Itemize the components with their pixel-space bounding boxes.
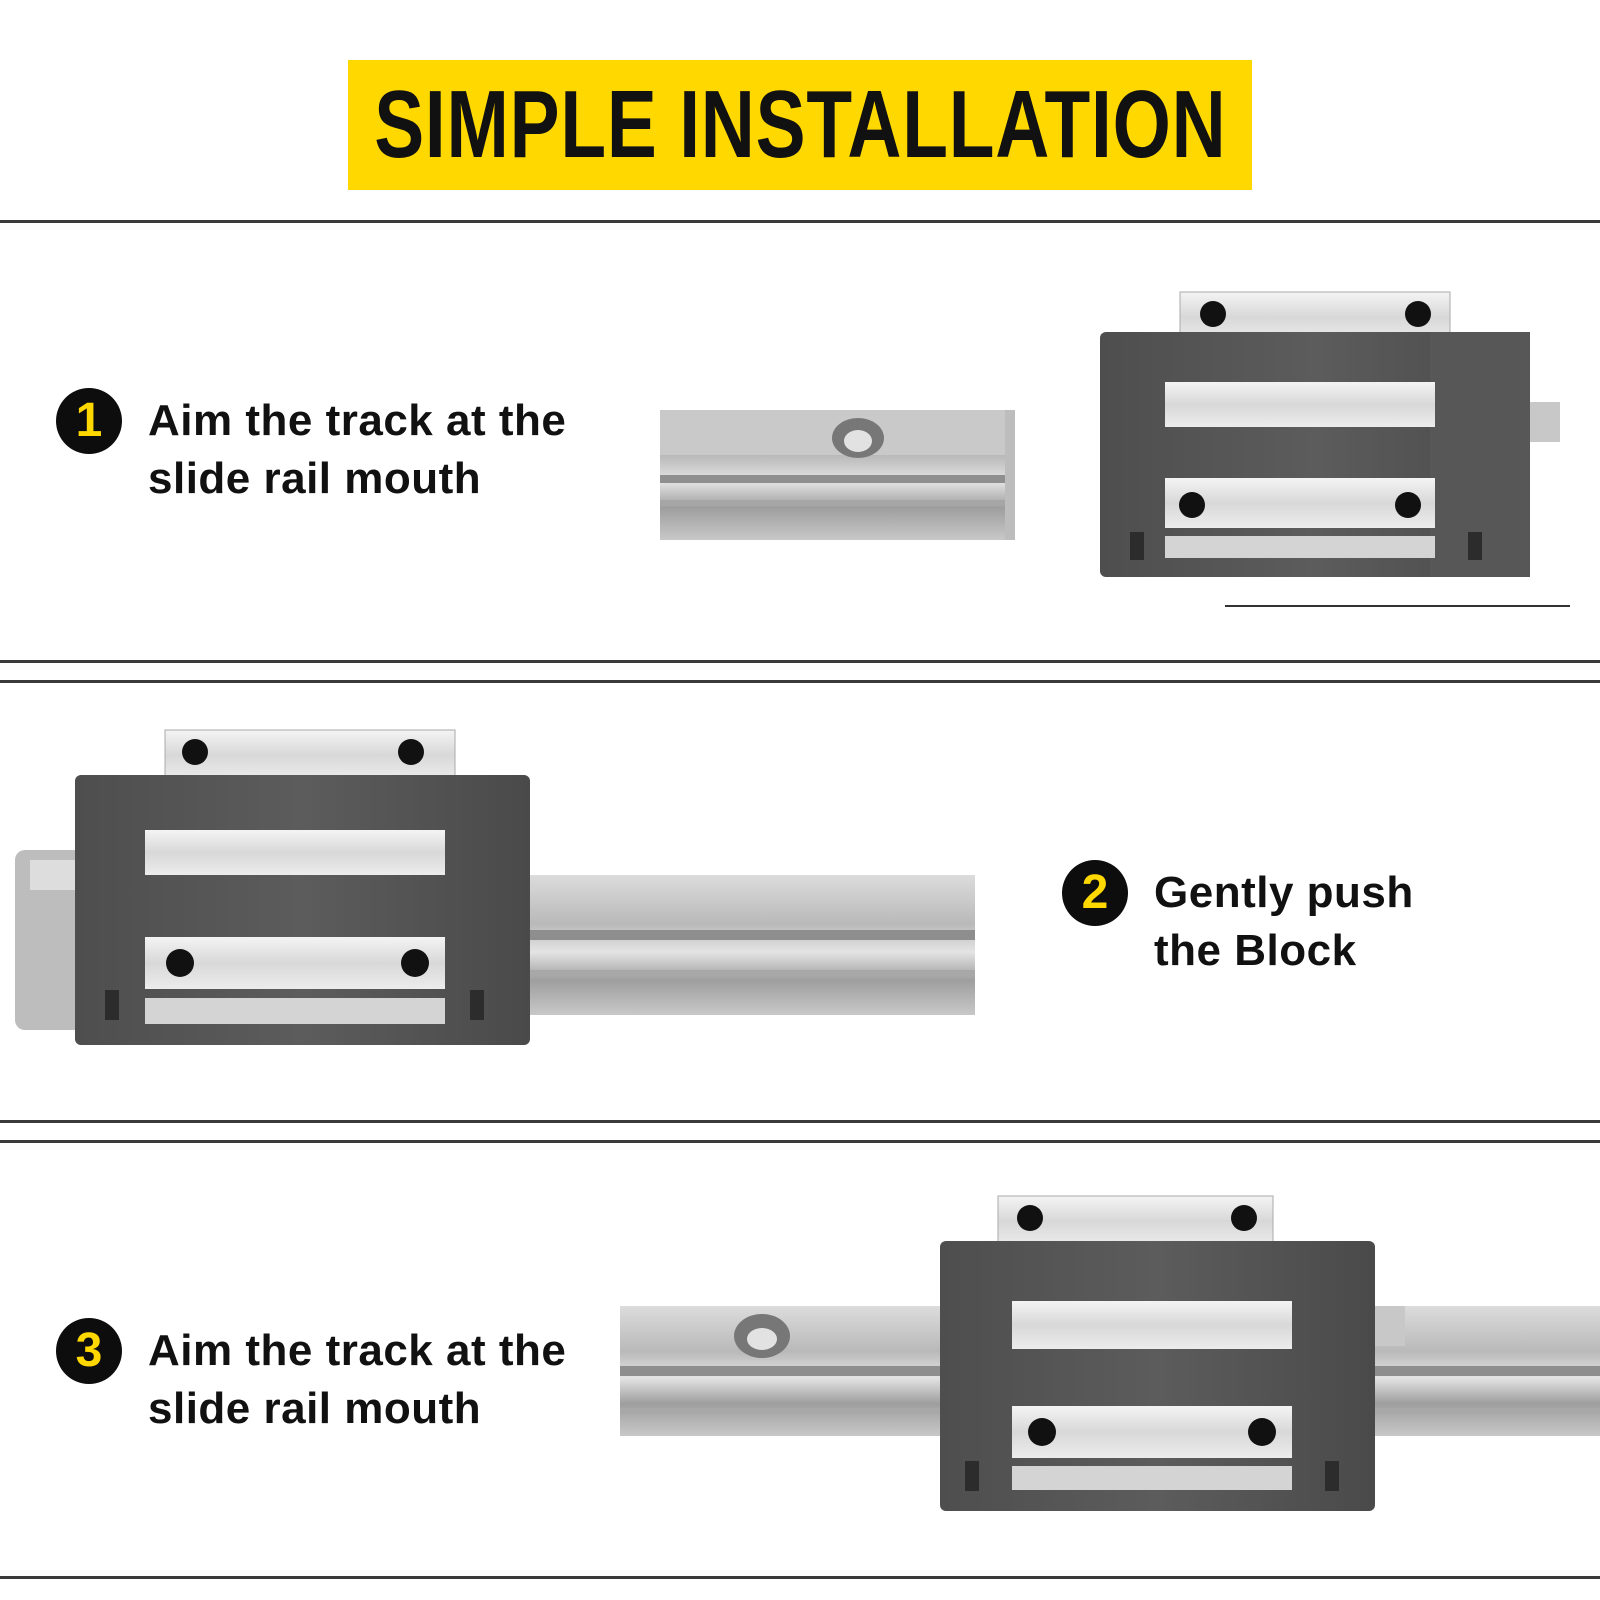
divider bbox=[0, 1120, 1600, 1123]
step-instruction-line: the Block bbox=[1154, 926, 1357, 975]
step-number-badge: 3 bbox=[56, 1318, 122, 1384]
step-instruction-line: Gently push bbox=[1154, 868, 1414, 917]
step-instruction: Aim the track at the slide rail mouth bbox=[148, 392, 566, 508]
page-title: SIMPLE INSTALLATION bbox=[373, 71, 1227, 178]
block-installed-image bbox=[620, 1195, 1600, 1511]
step-instruction: Gently push the Block bbox=[1154, 864, 1414, 980]
step-instruction-line: Aim the track at the bbox=[148, 1326, 567, 1375]
divider bbox=[0, 1140, 1600, 1143]
step-2: 2 Gently push the Block bbox=[1062, 860, 1414, 980]
step-instruction-line: Aim the track at the bbox=[148, 396, 567, 445]
step-number-badge: 2 bbox=[1062, 860, 1128, 926]
step-instruction-line: slide rail mouth bbox=[148, 454, 482, 503]
divider bbox=[0, 1576, 1600, 1579]
divider bbox=[0, 660, 1600, 663]
step-instruction-line: slide rail mouth bbox=[148, 1384, 482, 1433]
step-1: 1 Aim the track at the slide rail mouth bbox=[56, 388, 566, 508]
header-banner: SIMPLE INSTALLATION bbox=[348, 60, 1252, 190]
step-instruction: Aim the track at the slide rail mouth bbox=[148, 1322, 566, 1438]
step-number-badge: 1 bbox=[56, 388, 122, 454]
divider bbox=[0, 680, 1600, 683]
divider bbox=[0, 220, 1600, 223]
block-on-rail-image bbox=[15, 729, 975, 1045]
guide-rail-image bbox=[660, 410, 1015, 540]
carriage-block-image bbox=[1100, 291, 1570, 607]
step-3: 3 Aim the track at the slide rail mouth bbox=[56, 1318, 566, 1438]
